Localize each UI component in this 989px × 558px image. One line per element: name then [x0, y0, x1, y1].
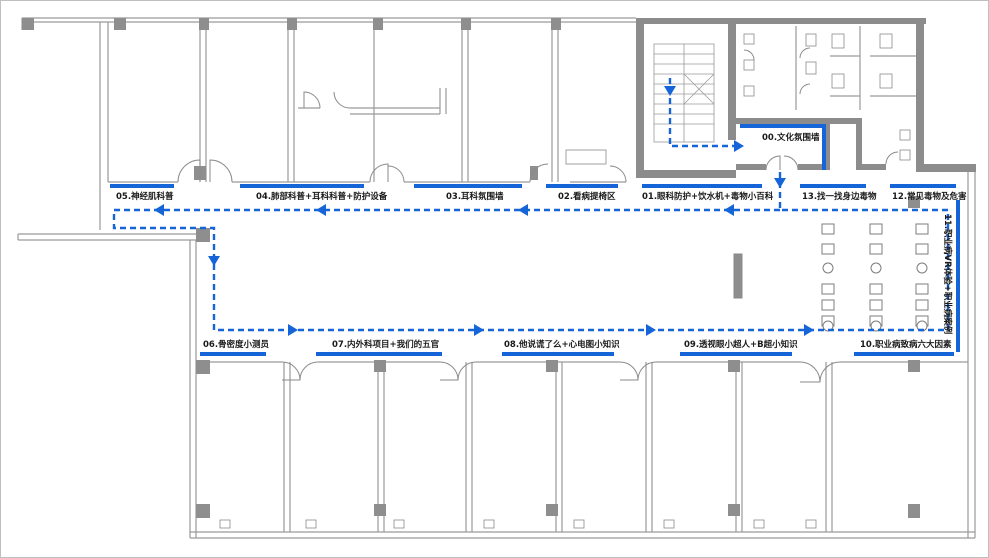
visit-route — [112, 78, 950, 332]
restroom-fixtures — [219, 26, 916, 529]
staircase — [653, 43, 715, 143]
doors — [177, 47, 899, 383]
station-labels: 00.文化氛围墙 01.眼科防护+饮水机+毒物小百科 02.看病提椅区 03.耳… — [116, 132, 967, 350]
station-label-00: 00.文化氛围墙 — [762, 132, 820, 143]
station-bars — [110, 124, 960, 356]
station-label-13: 13.找一找身边毒物 — [802, 191, 877, 202]
station-label-09: 09.透视眼小超人+B超小知识 — [684, 339, 798, 350]
station-label-04: 04.肺部科普+耳科科普+防护设备 — [256, 191, 388, 202]
route-arrows — [154, 86, 814, 336]
station-label-08: 08.他说谎了么+心电图小知识 — [504, 339, 620, 350]
vr-seating-area — [821, 223, 929, 332]
station-label-12: 12.常见毒物及危害 — [892, 191, 967, 202]
station-label-07: 07.内外科项目+我们的五官 — [332, 339, 440, 350]
building-walls — [17, 17, 976, 539]
station-label-05: 05.神经肌科普 — [116, 191, 174, 202]
station-label-11: 11.职业病VR体验+职业病案例 — [942, 214, 953, 335]
station-label-06: 06.骨密度小测员 — [203, 339, 270, 350]
station-label-02: 02.看病提椅区 — [558, 191, 616, 202]
structural-columns — [22, 18, 920, 518]
station-label-10: 10.职业病致病六大因素 — [860, 339, 952, 350]
station-label-01: 01.眼科防护+饮水机+毒物小百科 — [642, 191, 774, 202]
station-label-03: 03.耳科氛围墙 — [446, 191, 504, 202]
